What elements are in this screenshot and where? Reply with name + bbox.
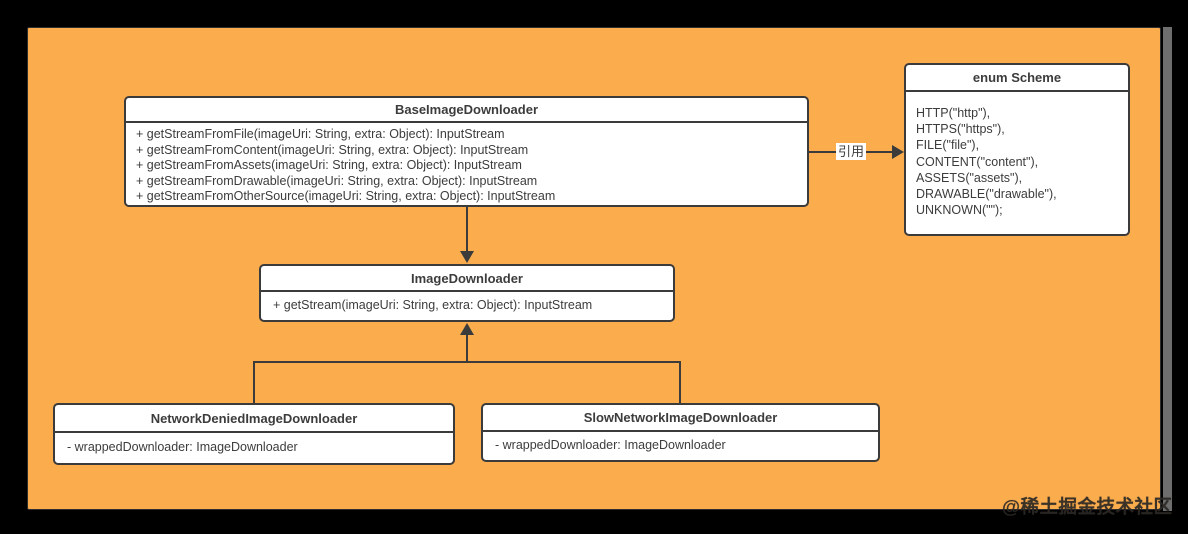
enum-constant: HTTP("http"), xyxy=(916,106,991,120)
class-member: - wrappedDownloader: ImageDownloader xyxy=(67,440,298,454)
enum-constant: UNKNOWN(""); xyxy=(916,203,1003,218)
edge-denied-connector-vertical xyxy=(253,361,255,404)
edge-base-to-imagedownloader-line xyxy=(466,207,468,253)
class-title: BaseImageDownloader xyxy=(126,98,807,123)
enum-constant: CONTENT("content"), xyxy=(916,154,1039,169)
class-member: + getStreamFromOtherSource(imageUri: Str… xyxy=(136,189,556,204)
edge-label-reference: 引用 xyxy=(836,143,867,160)
enum-constant: DRAWABLE("drawable"), xyxy=(916,187,1057,202)
enum-constant: FILE("file"), xyxy=(916,138,980,153)
class-title: SlowNetworkImageDownloader xyxy=(483,405,878,432)
arrowhead-right-icon xyxy=(892,145,904,159)
class-node-image-downloader[interactable]: ImageDownloader + getStream(imageUri: St… xyxy=(259,264,675,322)
edge-children-to-imagedownloader-stem xyxy=(466,334,468,362)
class-member: - wrappedDownloader: ImageDownloader xyxy=(495,438,726,452)
arrowhead-down-icon xyxy=(460,251,474,263)
class-member: + getStream(imageUri: String, extra: Obj… xyxy=(273,298,593,312)
enum-constant: HTTPS("https"), xyxy=(916,122,1005,137)
edge-slow-connector-vertical xyxy=(679,361,681,404)
class-node-base-image-downloader[interactable]: BaseImageDownloader + getStreamFromFile(… xyxy=(124,96,809,207)
enum-title: enum Scheme xyxy=(906,65,1128,92)
class-member: + getStreamFromContent(imageUri: String,… xyxy=(136,142,529,157)
class-title: NetworkDeniedImageDownloader xyxy=(55,405,453,433)
class-member: + getStreamFromDrawable(imageUri: String… xyxy=(136,173,538,188)
watermark-text: @稀土掘金技术社区 xyxy=(1002,496,1173,517)
enum-node-scheme[interactable]: enum Scheme HTTP("http"), HTTPS("https")… xyxy=(904,63,1130,236)
class-member: + getStreamFromAssets(imageUri: String, … xyxy=(136,158,522,173)
class-node-network-denied-image-downloader[interactable]: NetworkDeniedImageDownloader - wrappedDo… xyxy=(53,403,455,465)
enum-constant: ASSETS("assets"), xyxy=(916,170,1023,185)
class-title: ImageDownloader xyxy=(261,266,673,292)
edge-children-connector-horizontal xyxy=(253,361,681,363)
vertical-scrollbar[interactable] xyxy=(1163,27,1172,511)
class-member: + getStreamFromFile(imageUri: String, ex… xyxy=(136,127,505,141)
class-node-slow-network-image-downloader[interactable]: SlowNetworkImageDownloader - wrappedDown… xyxy=(481,403,880,462)
arrowhead-up-icon xyxy=(460,323,474,335)
